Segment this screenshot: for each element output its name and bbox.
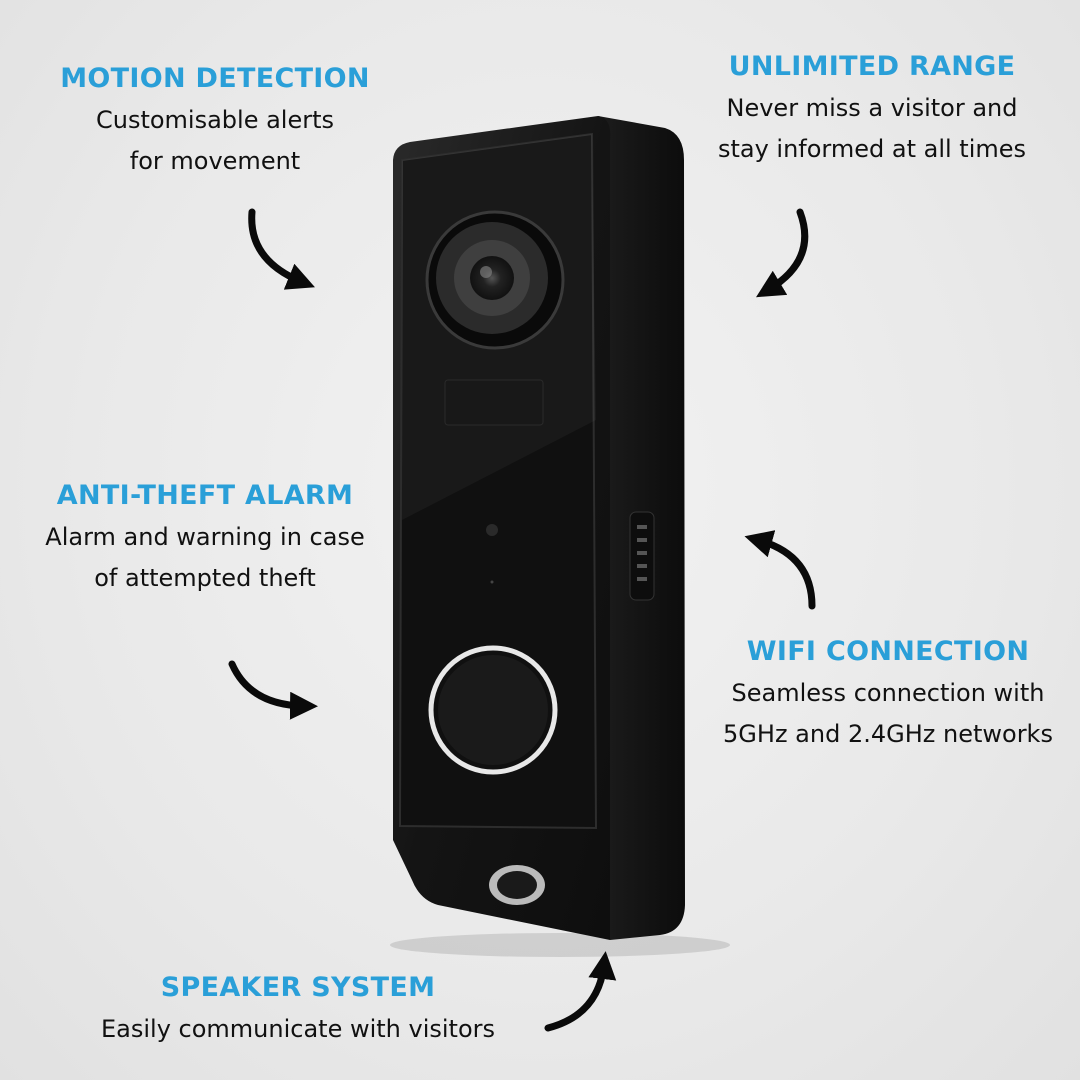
feature-anti-theft-alarm: ANTI-THEFT ALARM Alarm and warning in ca… (45, 479, 364, 599)
feature-title: SPEAKER SYSTEM (160, 972, 436, 1003)
speaker-grille (629, 511, 655, 601)
doorbell-button (428, 645, 558, 775)
bottom-light (489, 865, 545, 905)
feature-line: Easily communicate with visitors (100, 1015, 496, 1043)
feature-line: of attempted theft (94, 564, 316, 592)
feature-title: ANTI-THEFT ALARM (56, 480, 354, 511)
camera-lens (425, 210, 565, 350)
feature-line: Customisable alerts (95, 106, 335, 134)
arrow-icon (228, 660, 318, 720)
sensor-window (444, 379, 544, 426)
feature-title: MOTION DETECTION (60, 63, 370, 94)
arrow-icon (544, 951, 617, 1032)
feature-line: for movement (129, 147, 301, 175)
feature-motion-detection: MOTION DETECTION Customisable alerts for … (60, 62, 370, 182)
feature-speaker-system: SPEAKER SYSTEM Easily communicate with v… (101, 971, 495, 1050)
feature-wifi-connection: WIFI CONNECTION Seamless connection with… (723, 635, 1053, 755)
feature-line: 5GHz and 2.4GHz networks (723, 720, 1053, 748)
feature-line: Alarm and warning in case (45, 523, 365, 551)
feature-line: Seamless connection with (731, 679, 1045, 707)
arrow-icon (248, 208, 315, 290)
indicator-dot (486, 524, 498, 536)
arrow-icon (744, 530, 816, 610)
feature-title: UNLIMITED RANGE (728, 51, 1016, 82)
feature-unlimited-range: UNLIMITED RANGE Never miss a visitor and… (718, 50, 1026, 170)
feature-title: WIFI CONNECTION (746, 636, 1030, 667)
arrow-icon (755, 208, 809, 298)
feature-line: stay informed at all times (717, 135, 1027, 163)
feature-line: Never miss a visitor and (726, 94, 1018, 122)
